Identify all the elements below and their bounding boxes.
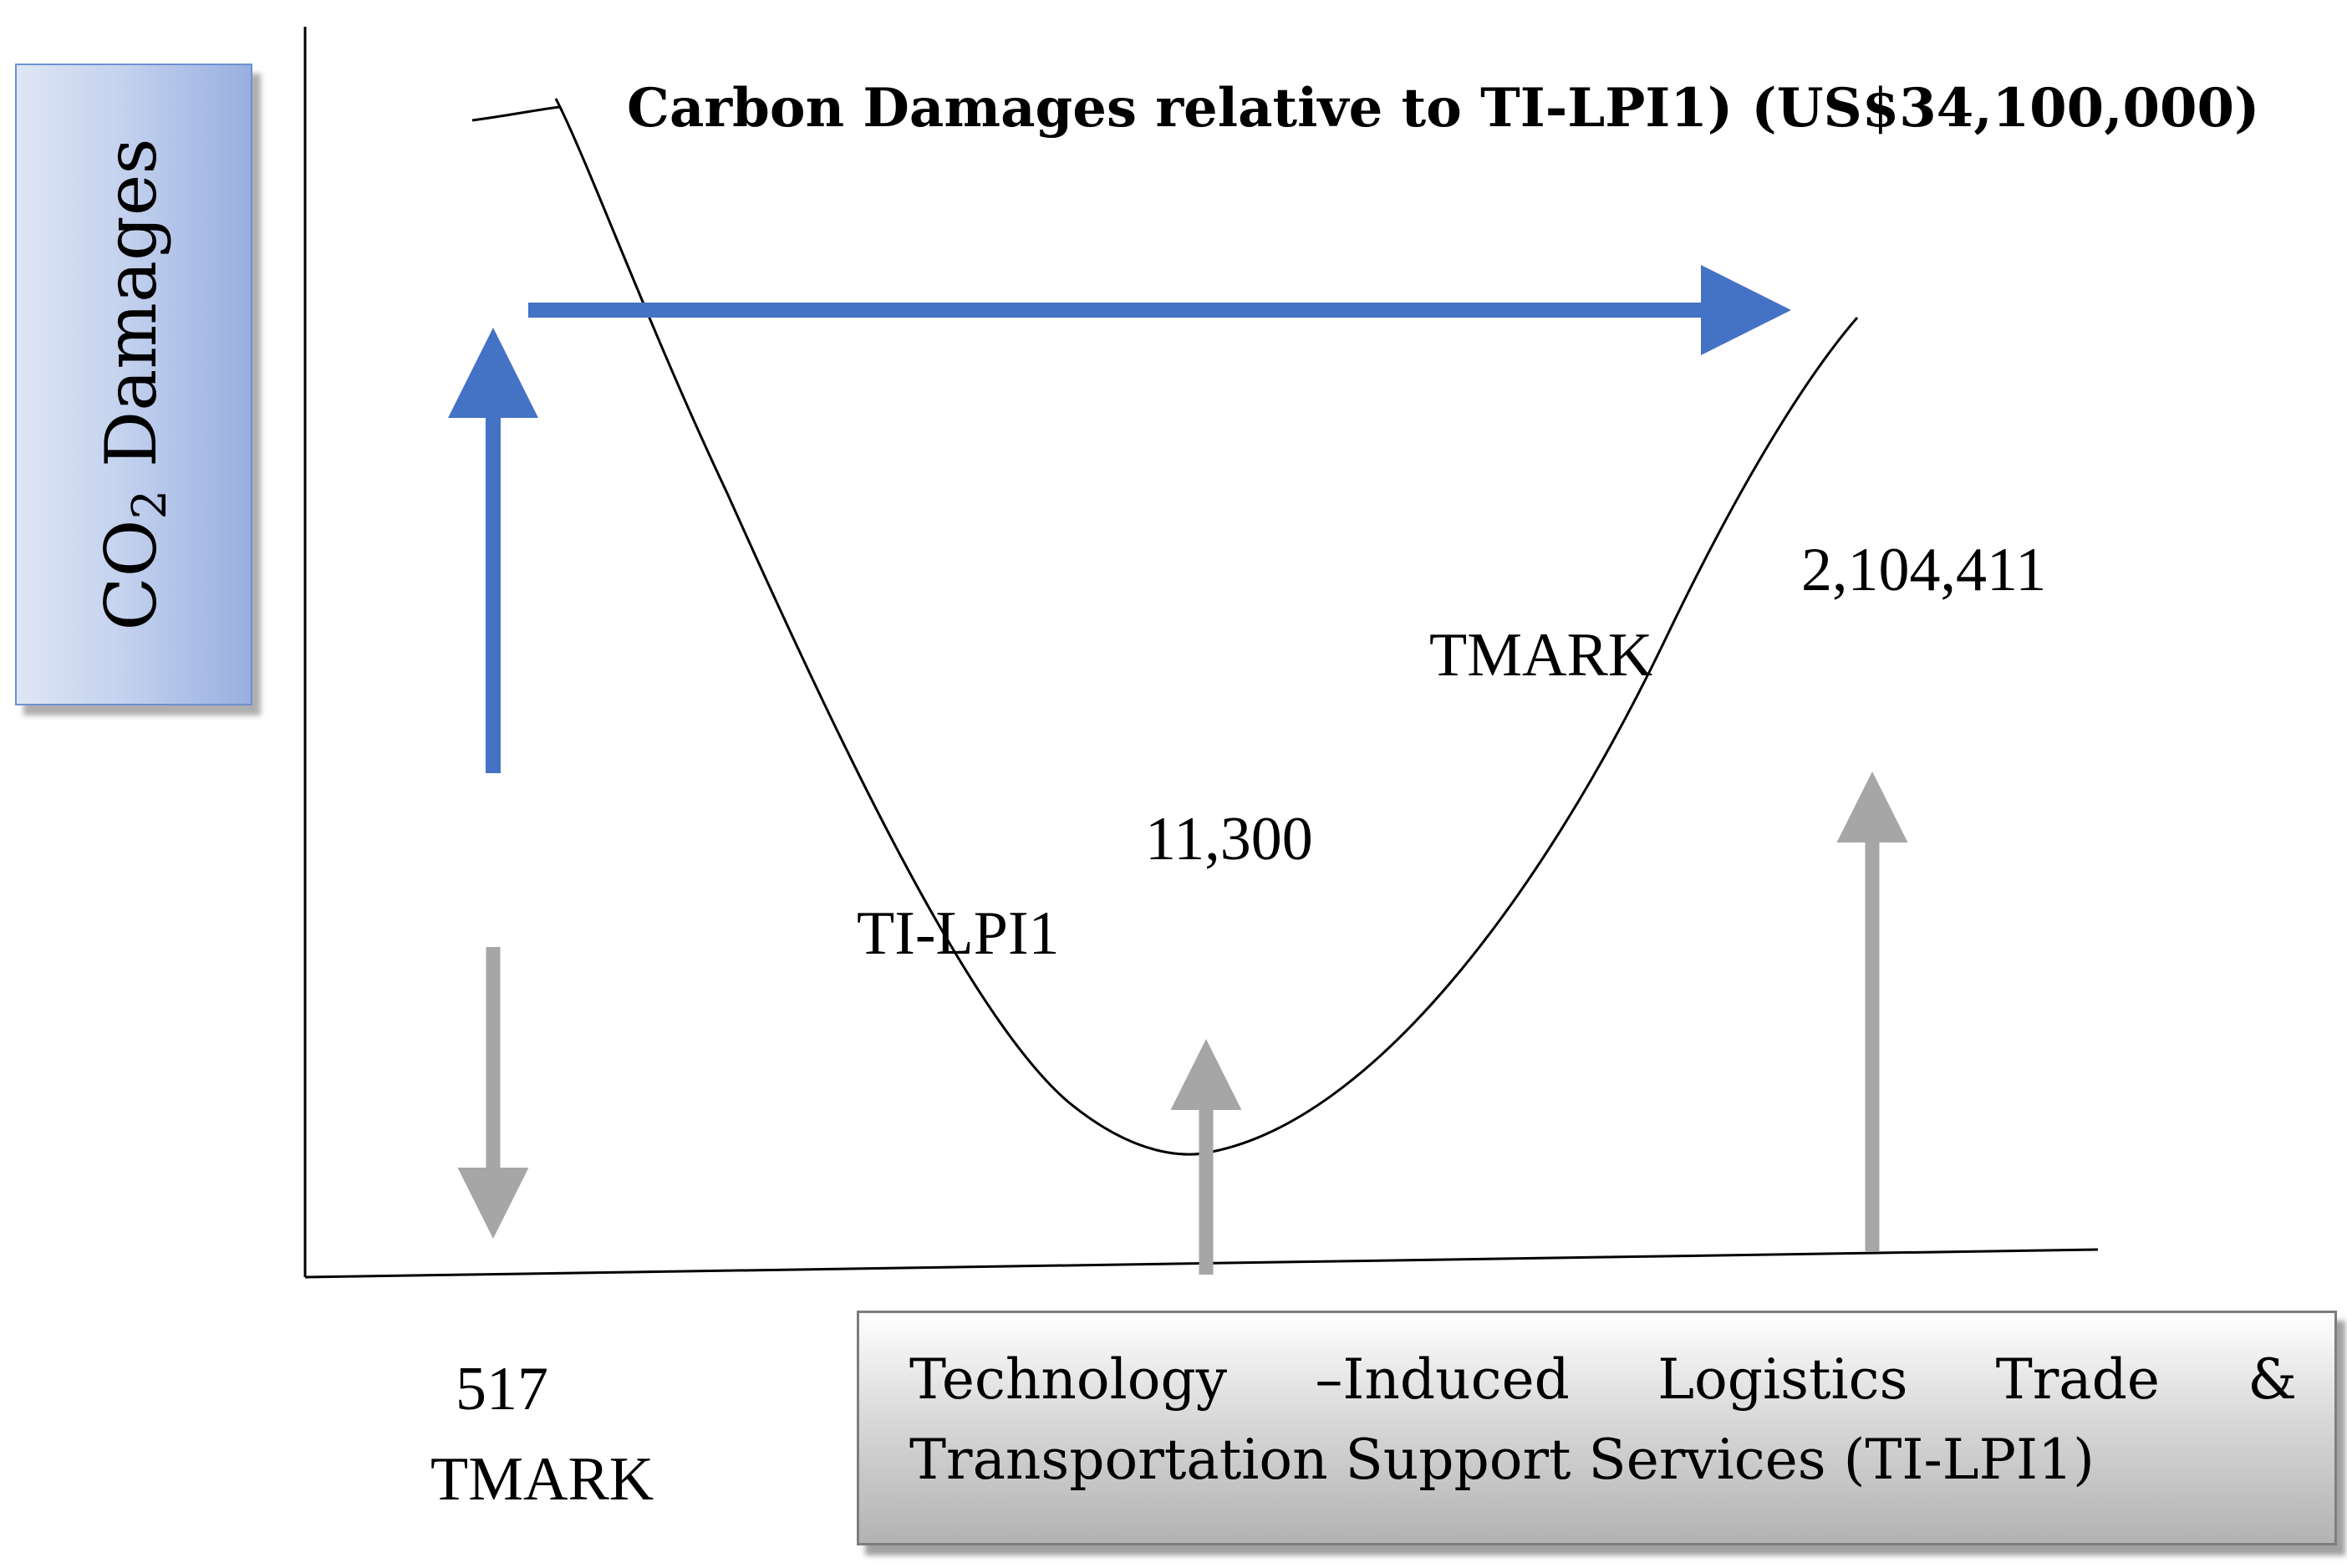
- x-axis-label: Technology –Induced Logistics Trade & Tr…: [909, 1347, 2297, 1492]
- curve-left-label: TI-LPI1: [857, 899, 1060, 968]
- y-axis-label-box: CO2 Damages: [15, 64, 252, 705]
- y-axis-label: CO2 Damages: [90, 138, 177, 631]
- x-axis-label-box: Technology –Induced Logistics Trade & Tr…: [857, 1311, 2337, 1545]
- right-value-label: 2,104,411: [1801, 536, 2047, 604]
- curve-right-label: TMARK: [1429, 621, 1653, 690]
- mid-value-label: 11,300: [1145, 805, 1313, 873]
- curve-start-tick: [554, 98, 563, 111]
- damage-curve: [471, 105, 1859, 1156]
- chart-title: Carbon Damages relative to TI-LPI1) (US$…: [627, 77, 2260, 140]
- left-name-label: TMARK: [430, 1445, 654, 1514]
- left-value-label: 517: [456, 1355, 548, 1423]
